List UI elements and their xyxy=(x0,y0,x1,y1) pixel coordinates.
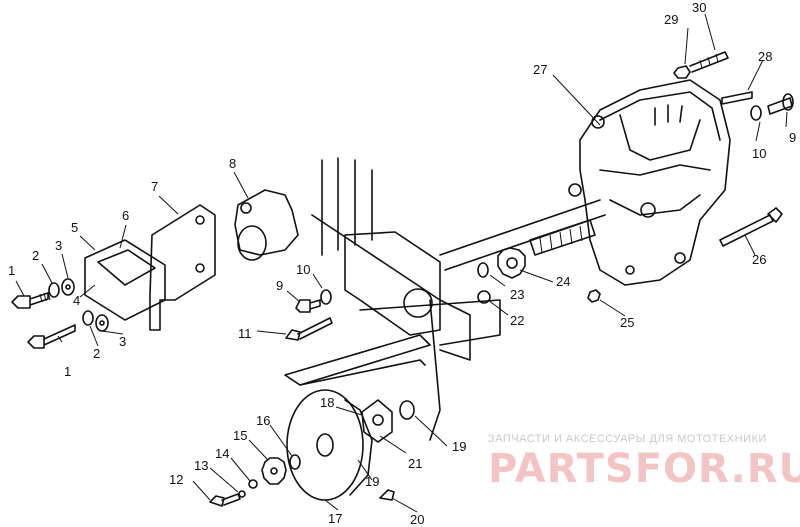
leader-lines xyxy=(15,13,788,513)
drive-clutch-group xyxy=(209,389,415,507)
callout-27: 27 xyxy=(533,62,547,77)
watermark: ЗАПЧАСТИ И АКСЕССУАРЫ ДЛЯ МОТОТЕХНИКИ PA… xyxy=(488,433,800,492)
callout-24: 24 xyxy=(556,274,570,289)
frame-lines xyxy=(311,157,501,441)
callout-1: 1 xyxy=(64,364,71,379)
hardware-left xyxy=(11,278,109,349)
callout-23: 23 xyxy=(510,287,524,302)
callout-22: 22 xyxy=(510,313,524,328)
callout-6: 6 xyxy=(122,208,129,223)
callout-3: 3 xyxy=(55,238,62,253)
callout-29: 29 xyxy=(664,12,678,27)
gearcase-housing xyxy=(568,79,731,286)
callout-20: 20 xyxy=(410,512,424,527)
callout-19: 19 xyxy=(452,439,466,454)
idler-arm xyxy=(284,334,431,386)
callout-10: 10 xyxy=(752,146,766,161)
hardware-mid xyxy=(285,247,601,341)
callout-9: 9 xyxy=(276,278,283,293)
torque-bracket xyxy=(149,204,216,331)
callout-4: 4 xyxy=(73,293,80,308)
callout-14: 14 xyxy=(215,446,229,461)
callout-25: 25 xyxy=(620,315,634,330)
callout-1: 1 xyxy=(8,263,15,278)
callout-2: 2 xyxy=(93,346,100,361)
callout-21: 21 xyxy=(408,456,422,471)
callout-15: 15 xyxy=(233,428,247,443)
callout-9: 9 xyxy=(789,130,796,145)
callout-13: 13 xyxy=(194,458,208,473)
callout-18: 18 xyxy=(320,395,334,410)
callout-3: 3 xyxy=(119,334,126,349)
callout-7: 7 xyxy=(151,179,158,194)
callout-28: 28 xyxy=(758,49,772,64)
callout-2: 2 xyxy=(32,248,39,263)
hardware-upper-right xyxy=(673,51,794,247)
callout-8: 8 xyxy=(229,156,236,171)
callout-10: 10 xyxy=(296,262,310,277)
callout-labels: 1 1 2 2 3 3 4 5 6 7 8 9 9 10 10 11 12 13… xyxy=(8,0,796,527)
callout-5: 5 xyxy=(71,220,78,235)
main-shaft xyxy=(439,199,606,271)
callout-30: 30 xyxy=(692,0,706,15)
watermark-tagline: ЗАПЧАСТИ И АКСЕССУАРЫ ДЛЯ МОТОТЕХНИКИ xyxy=(488,433,767,445)
callout-12: 12 xyxy=(169,472,183,487)
callout-19: 19 xyxy=(365,474,379,489)
chaincase-mount xyxy=(234,189,299,261)
callout-16: 16 xyxy=(256,413,270,428)
callout-11: 11 xyxy=(238,326,252,341)
callout-17: 17 xyxy=(328,511,342,526)
callout-26: 26 xyxy=(752,252,766,267)
watermark-brand: PARTSFOR.RU xyxy=(488,446,800,492)
mount-block xyxy=(84,239,166,321)
